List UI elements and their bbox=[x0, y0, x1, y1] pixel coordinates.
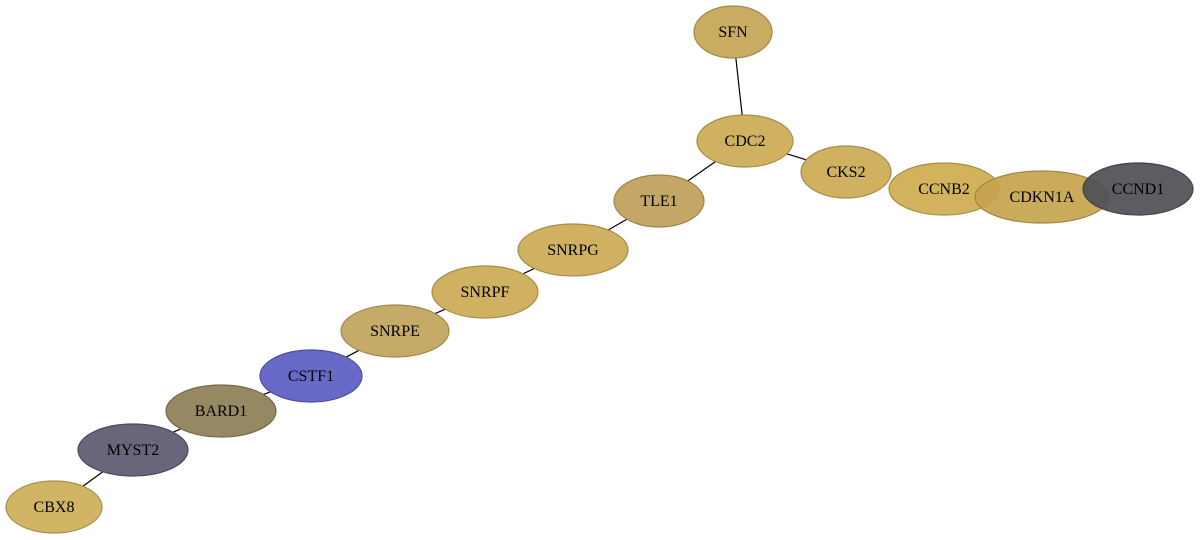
edge-cdc2-tle1 bbox=[687, 161, 716, 182]
node-ccnd1[interactable]: CCND1 bbox=[1082, 162, 1194, 216]
node-snrpf[interactable]: SNRPF bbox=[431, 265, 539, 319]
node-shape-myst2 bbox=[77, 423, 189, 477]
node-cstf1[interactable]: CSTF1 bbox=[259, 349, 363, 403]
node-shape-sfn bbox=[693, 5, 773, 59]
node-bard1[interactable]: BARD1 bbox=[165, 384, 277, 438]
node-myst2[interactable]: MYST2 bbox=[77, 423, 189, 477]
edge-cdc2-cks2 bbox=[786, 153, 807, 161]
edge-bard1-myst2 bbox=[172, 428, 182, 433]
node-shape-cstf1 bbox=[259, 349, 363, 403]
edge-cstf1-bard1 bbox=[263, 391, 271, 396]
node-shape-snrpe bbox=[340, 304, 450, 358]
node-shape-cdc2 bbox=[696, 114, 794, 168]
edge-snrpf-snrpe bbox=[434, 308, 446, 315]
node-shape-cbx8 bbox=[5, 480, 103, 534]
node-label-cbx8: CBX8 bbox=[34, 499, 75, 516]
node-sfn[interactable]: SFN bbox=[693, 5, 773, 59]
node-label-bard1: BARD1 bbox=[195, 403, 247, 420]
node-label-cdkn1a: CDKN1A bbox=[1010, 189, 1075, 206]
node-shape-snrpf bbox=[431, 265, 539, 319]
node-label-myst2: MYST2 bbox=[107, 442, 159, 459]
node-snrpg[interactable]: SNRPG bbox=[517, 223, 629, 277]
edge-sfn-cdc2 bbox=[735, 57, 743, 116]
edge-snrpe-cstf1 bbox=[345, 349, 360, 358]
node-label-snrpe: SNRPE bbox=[370, 323, 420, 340]
node-shape-tle1 bbox=[613, 174, 705, 228]
node-shape-bard1 bbox=[165, 384, 277, 438]
node-label-snrpg: SNRPG bbox=[547, 242, 599, 259]
node-label-tle1: TLE1 bbox=[640, 193, 677, 210]
node-ccnb2[interactable]: CCNB2 bbox=[888, 162, 1000, 216]
node-cdkn1a[interactable]: CDKN1A bbox=[974, 170, 1110, 224]
node-label-ccnd1: CCND1 bbox=[1112, 181, 1164, 198]
node-label-cdc2: CDC2 bbox=[725, 133, 766, 150]
node-label-ccnb2: CCNB2 bbox=[918, 181, 970, 198]
node-label-sfn: SFN bbox=[718, 24, 748, 41]
edge-layer bbox=[82, 57, 807, 487]
node-label-cstf1: CSTF1 bbox=[288, 368, 334, 385]
node-cks2[interactable]: CKS2 bbox=[800, 145, 892, 199]
edge-tle1-snrpg bbox=[607, 218, 628, 231]
node-cdc2[interactable]: CDC2 bbox=[696, 114, 794, 168]
edge-myst2-cbx8 bbox=[82, 471, 104, 487]
node-shape-ccnd1 bbox=[1082, 162, 1194, 216]
node-snrpe[interactable]: SNRPE bbox=[340, 304, 450, 358]
edge-snrpg-snrpf bbox=[522, 267, 535, 275]
node-tle1[interactable]: TLE1 bbox=[613, 174, 705, 228]
node-label-cks2: CKS2 bbox=[826, 164, 865, 181]
node-cbx8[interactable]: CBX8 bbox=[5, 480, 103, 534]
node-label-snrpf: SNRPF bbox=[461, 284, 510, 301]
node-shape-cks2 bbox=[800, 145, 892, 199]
node-shape-snrpg bbox=[517, 223, 629, 277]
